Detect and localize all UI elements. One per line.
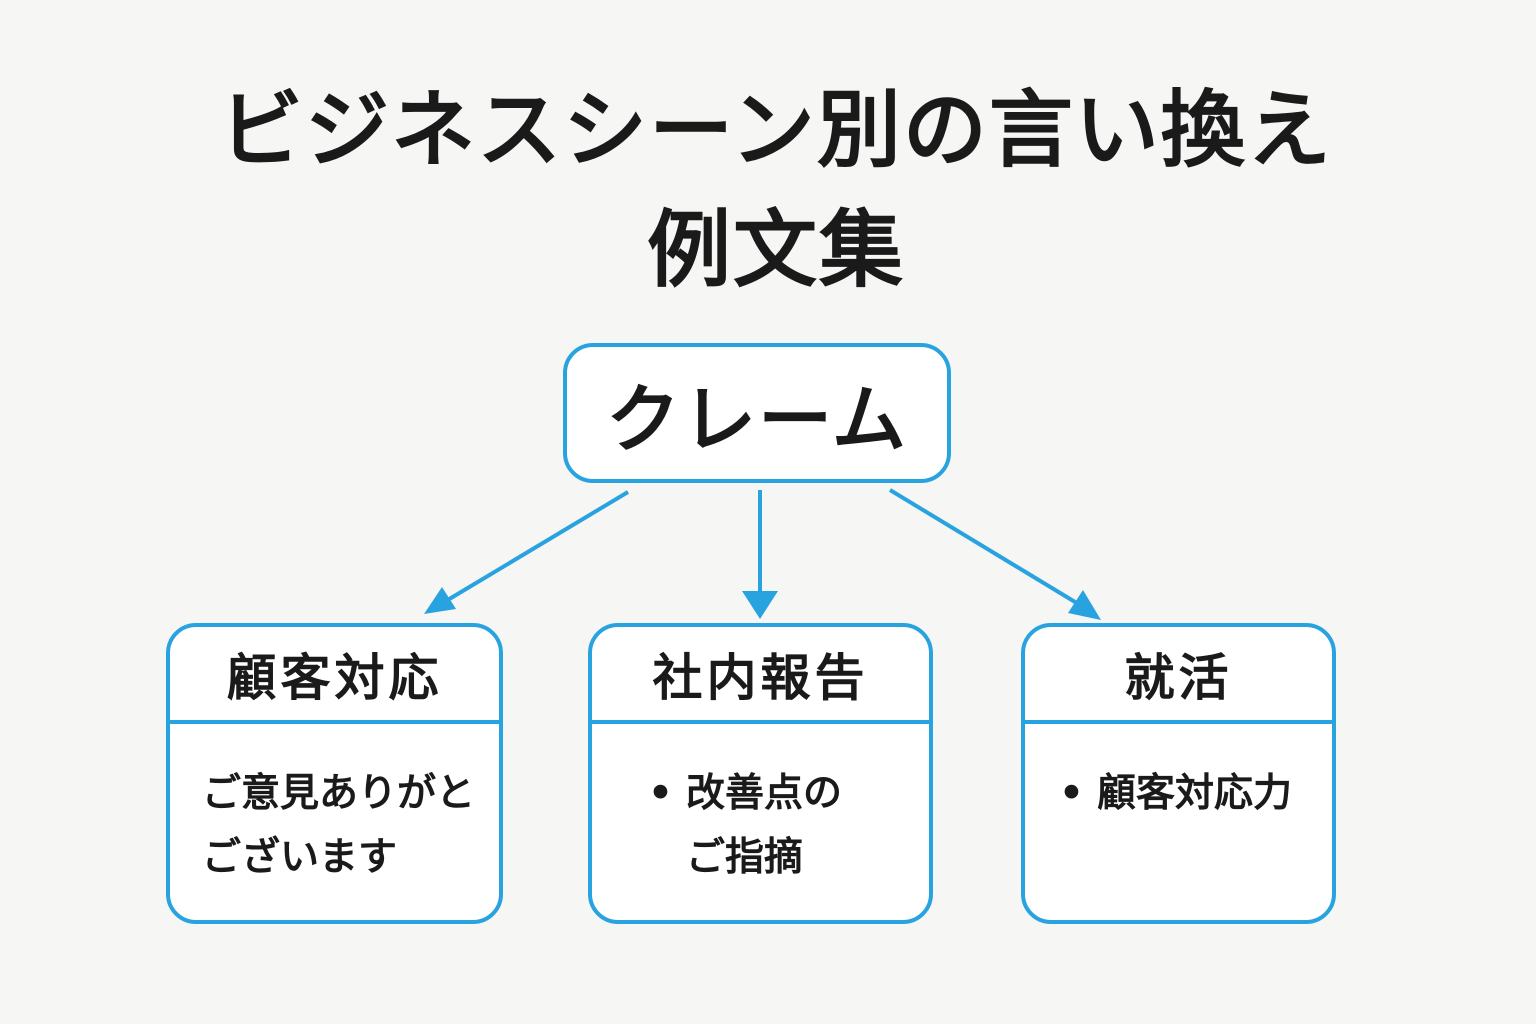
bullet-item: • 顧客対応力 <box>1059 762 1306 826</box>
card-title: 就活 <box>1124 648 1233 707</box>
card-job-hunting: 就活 • 顧客対応力 <box>1021 623 1336 924</box>
page-title-line-1: ビジネスシーン別の言い換え <box>219 81 1333 179</box>
card-body-line: 顧客対応力 <box>1097 771 1293 816</box>
card-header: 顧客対応 <box>170 627 499 724</box>
card-body: • 顧客対応力 <box>1025 724 1332 826</box>
card-body-line: ご指摘 <box>686 835 804 880</box>
root-node-label: クレーム <box>606 376 908 463</box>
bullet-item: • 改善点の ご指摘 <box>648 762 903 890</box>
bullet-dot: • <box>1059 771 1084 816</box>
card-internal-report: 社内報告 • 改善点の ご指摘 <box>588 623 933 924</box>
root-node-claim: クレーム <box>563 343 951 483</box>
arrow-to-internal-report <box>742 490 778 619</box>
bullet-dot: • <box>648 771 673 816</box>
arrow-to-job-hunting <box>888 488 1101 620</box>
card-body-line: ご意見ありがと <box>202 771 476 816</box>
card-body-line: ございます <box>202 835 398 880</box>
page-title-line-2: 例文集 <box>646 201 905 299</box>
card-body: ご意見ありがと ございます <box>170 724 499 890</box>
card-title: 顧客対応 <box>226 648 443 707</box>
arrow-to-customer-service <box>424 490 630 614</box>
card-header: 社内報告 <box>592 627 929 724</box>
card-body: • 改善点の ご指摘 <box>592 724 929 890</box>
card-title: 社内報告 <box>652 648 869 707</box>
card-customer-service: 顧客対応 ご意見ありがと ございます <box>166 623 503 924</box>
card-header: 就活 <box>1025 627 1332 724</box>
card-body-line: 改善点の <box>686 771 843 816</box>
